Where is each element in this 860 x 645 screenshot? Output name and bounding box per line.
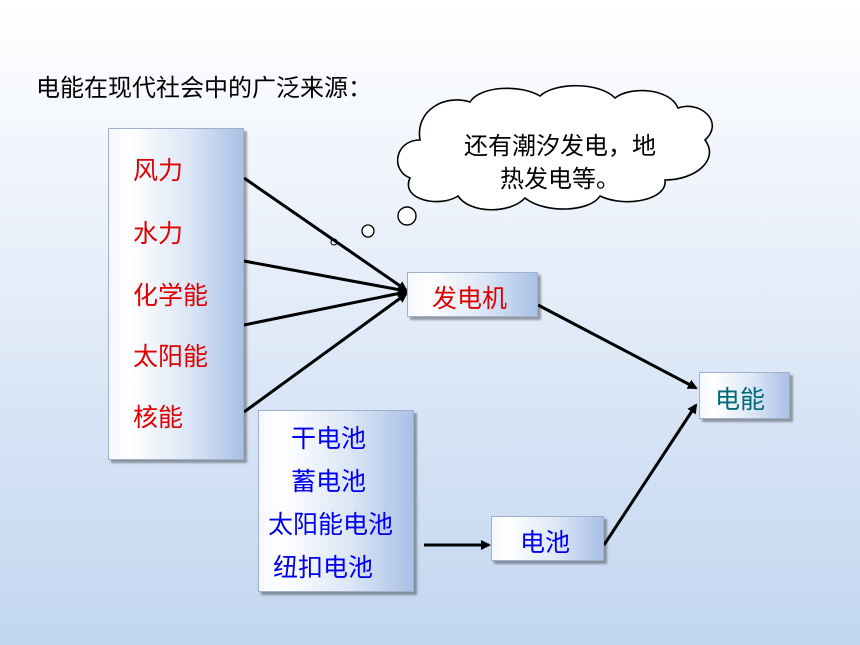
battery-box: 电池 [491, 516, 604, 561]
battery-type-dry: 干电池 [291, 424, 367, 453]
arrow-battery-to-energy [602, 403, 698, 546]
energy-sources-box: 风力 水力 化学能 太阳能 核能 [108, 128, 244, 460]
arrow-solar-to-generator [243, 288, 408, 327]
battery-type-solar: 太阳能电池 [268, 510, 394, 539]
electric-energy-label: 电能 [715, 385, 766, 414]
thought-bubble-large [397, 206, 417, 226]
generator-box: 发电机 [407, 272, 538, 317]
battery-types-box: 干电池 蓄电池 太阳能电池 纽扣电池 [258, 410, 414, 592]
arrow-wind-to-generator [243, 176, 408, 292]
battery-type-storage: 蓄电池 [291, 467, 367, 496]
source-chemical: 化学能 [133, 281, 209, 310]
generator-label: 发电机 [432, 284, 508, 313]
source-water: 水力 [133, 219, 184, 248]
arrow-water-to-generator [243, 259, 408, 295]
source-wind: 风力 [133, 156, 184, 185]
electric-energy-box: 电能 [699, 372, 790, 419]
thought-cloud [396, 84, 713, 211]
arrow-nuclear-to-generator [243, 292, 408, 414]
page-title: 电能在现代社会中的广泛来源： [36, 74, 372, 102]
battery-label: 电池 [520, 528, 571, 557]
thought-bubble-text: 还有潮汐发电，地 热发电等。 [410, 130, 710, 196]
arrow-generator-to-energy [537, 303, 698, 390]
battery-type-button: 纽扣电池 [273, 553, 374, 582]
thought-bubble-medium [361, 224, 375, 238]
source-nuclear: 核能 [133, 403, 184, 432]
thought-bubble-line-1: 还有潮汐发电，地 [464, 132, 656, 160]
thought-bubble-line-2: 热发电等。 [500, 165, 620, 193]
source-solar: 太阳能 [133, 342, 209, 371]
